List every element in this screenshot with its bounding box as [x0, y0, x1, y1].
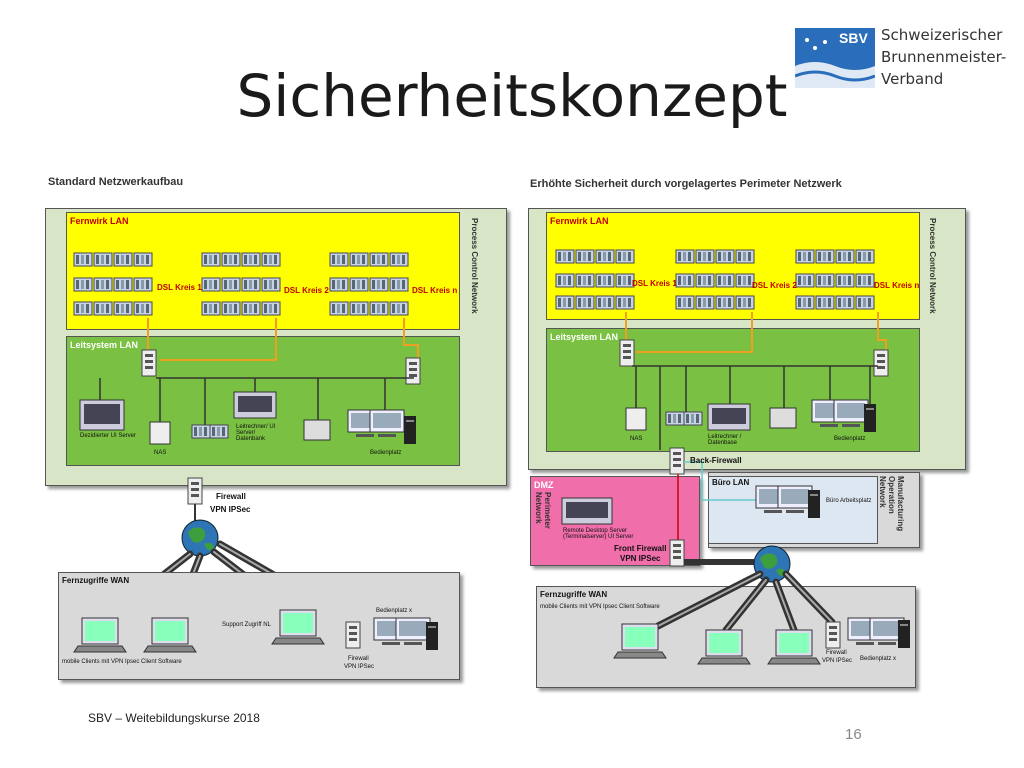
left-nas-label: NAS: [154, 450, 167, 456]
left-heading: Standard Netzwerkaufbau: [48, 176, 184, 188]
right-wan-firewall-label: Firewall: [826, 650, 847, 656]
right-leitrechner-label: Leitrechner / Datenbase: [708, 434, 742, 446]
left-bedienplatz-x-label: Bedienplatz x: [376, 608, 413, 614]
left-fernwirk-label: Fernwirk LAN: [70, 216, 129, 226]
logo-line-3: Verband: [881, 70, 944, 88]
right-leitsystem-zone: [546, 328, 920, 452]
right-wan-label: Fernzugriffe WAN: [540, 590, 608, 599]
manufacturing-label: Manufacturing Operation Network: [878, 476, 905, 532]
right-process-control-label: Process Control Network: [928, 218, 937, 314]
left-vpn-label: VPN IPSec: [210, 505, 251, 514]
back-firewall-label: Back-Firewall: [690, 456, 742, 465]
right-leitsystem-label: Leitsystem LAN: [550, 332, 619, 342]
right-nas-label: NAS: [630, 436, 643, 442]
sbv-logo: SBV: [794, 28, 876, 88]
dmz-label: DMZ: [534, 480, 554, 490]
page-title: Sicherheitskonzept: [236, 62, 788, 130]
page-number: 16: [845, 726, 862, 743]
left-ui-server-label: Dezidierter UI Server: [80, 433, 137, 439]
logo-line-2: Brunnenmeister-: [881, 48, 1007, 66]
front-firewall-label: Front Firewall: [614, 544, 667, 553]
right-wan-vpn-label: VPN IPSec: [822, 658, 853, 664]
left-support-label: Support Zugriff NL: [222, 622, 271, 628]
right-bedienplatz-label: Bedienplatz: [834, 436, 866, 442]
buero-label: Büro LAN: [712, 478, 750, 487]
right-heading: Erhöhte Sicherheit durch vorgelagertes P…: [530, 178, 842, 190]
right-dsl-kreis-n: DSL Kreis n: [874, 281, 920, 290]
logo-line-1: Schweizerischer: [881, 26, 1003, 44]
left-dsl-kreis-n: DSL Kreis n: [412, 286, 458, 295]
left-wan-vpn-label: VPN IPSec: [344, 664, 375, 670]
right-bedienplatz-x-label: Bedienplatz x: [860, 656, 897, 662]
left-leitrechner-label: Leitrechner/ UI Server/ Datenbank: [236, 424, 276, 442]
left-dsl-kreis-2: DSL Kreis 2: [284, 286, 329, 295]
logo-waves-icon: [794, 38, 876, 88]
logo-abbr: SBV: [839, 30, 868, 46]
right-dsl-kreis-1: DSL Kreis 1: [632, 279, 677, 288]
left-process-control-label: Process Control Network: [470, 218, 479, 314]
left-dsl-kreis-1: DSL Kreis 1: [157, 283, 202, 292]
left-leitsystem-label: Leitsystem LAN: [70, 340, 139, 350]
right-dsl-kreis-2: DSL Kreis 2: [752, 281, 797, 290]
right-fernwirk-label: Fernwirk LAN: [550, 216, 609, 226]
left-bedienplatz-label: Bedienplatz: [370, 450, 402, 456]
footer-text: SBV – Weitebildungskurse 2018: [88, 711, 260, 725]
left-wan-firewall-label: Firewall: [348, 656, 369, 662]
left-mobile-clients-label: mobile Clients mit VPN Ipsec Client Soft…: [62, 659, 182, 665]
right-dsl-racks: [555, 249, 875, 310]
right-mobile-clients-label: mobile Clients mit VPN Ipsec Client Soft…: [540, 604, 660, 610]
perimeter-label: Perimeter Network: [534, 492, 552, 529]
remote-desktop-label: Remote Desktop Server (Terminalserver) U…: [563, 528, 634, 540]
left-firewall-label: Firewall: [216, 492, 246, 501]
buero-arbeitsplatz-label: Büro Arbeitsplatz: [826, 498, 872, 504]
left-wan-label: Fernzugriffe WAN: [62, 576, 130, 585]
front-vpn-label: VPN IPSec: [620, 554, 661, 563]
